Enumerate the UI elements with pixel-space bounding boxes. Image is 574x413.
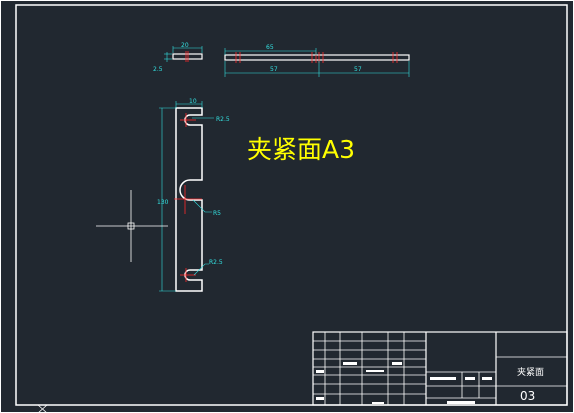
title-block-marks bbox=[316, 362, 492, 404]
dimension-top-left-width: 20 bbox=[181, 42, 189, 49]
dimension-hole-spacing: 65 bbox=[266, 44, 274, 51]
dimension-radius-mid: R5 bbox=[213, 210, 221, 217]
side-profile-view: 10 130 R2.5 R5 R2.5 bbox=[157, 98, 230, 292]
title-block-drawing-number: 03 bbox=[520, 389, 536, 403]
title-block-part-name: 夹紧面 bbox=[517, 368, 545, 378]
hole-centers bbox=[235, 52, 398, 63]
dimension-top-left-thickness: 2.5 bbox=[153, 66, 163, 73]
dimension-radius-top: R2.5 bbox=[216, 116, 230, 123]
plate-outline bbox=[224, 54, 410, 61]
sheet-inner-border bbox=[15, 4, 568, 406]
title-block bbox=[312, 331, 568, 406]
crosshair-cursor-icon bbox=[96, 190, 168, 262]
dimension-side-height: 130 bbox=[157, 199, 169, 206]
plate-outline bbox=[172, 53, 203, 60]
top-right-view: 65 57 57 bbox=[224, 44, 410, 77]
dimension-left-length: 57 bbox=[270, 66, 278, 73]
part-profile bbox=[175, 107, 203, 292]
leader-line bbox=[193, 263, 209, 276]
ucs-axis-icon bbox=[37, 404, 48, 413]
center-marks bbox=[174, 113, 202, 282]
top-left-view: 20 2.5 bbox=[153, 42, 203, 73]
dimension-side-width: 10 bbox=[189, 98, 197, 105]
dimension-right-length: 57 bbox=[354, 66, 362, 73]
dimension-radius-bottom: R2.5 bbox=[209, 259, 223, 266]
drawing-title-label: 夹紧面A3 bbox=[247, 135, 356, 164]
leader-line bbox=[192, 199, 212, 213]
